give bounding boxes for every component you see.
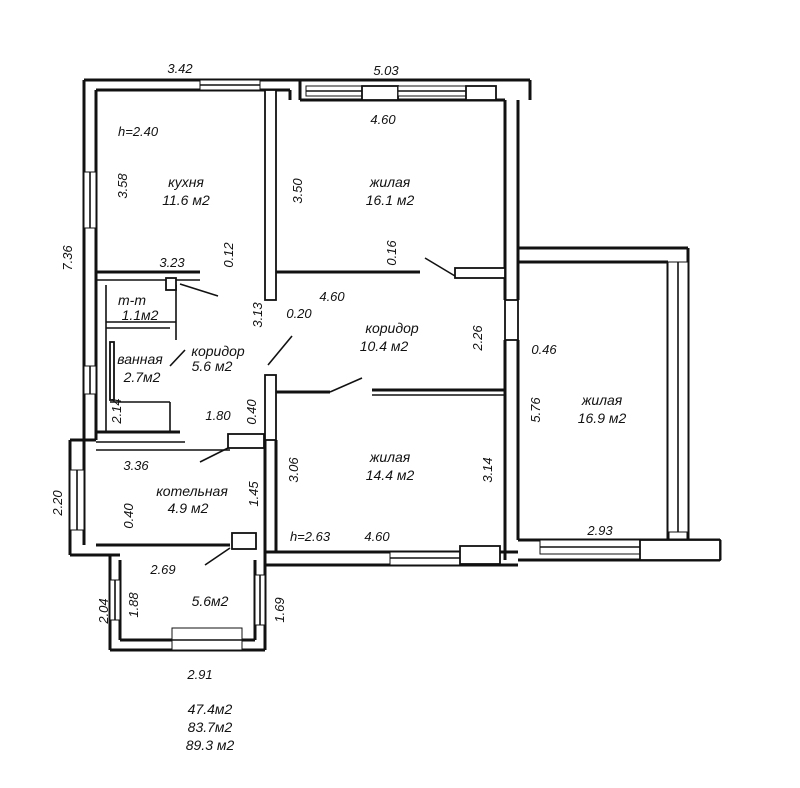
dim-0-12: 0.12 (221, 242, 236, 268)
living-top-area: 16.1 м2 (366, 192, 415, 208)
dimension-labels: 3.42 5.03 4.60 3.58 3.50 7.36 0.12 0.16 … (50, 61, 613, 682)
kitchen-name: кухня (168, 174, 204, 190)
room-labels: кухня 11.6 м2 жилая 16.1 м2 жилая 16.9 м… (117, 124, 626, 609)
dim-5-76: 5.76 (528, 397, 543, 423)
corridor-main-name: коридор (365, 320, 418, 336)
toilet-area: 1.1м2 (122, 307, 159, 323)
dim-3-23: 3.23 (159, 255, 185, 270)
total-overall-area: 89.3 м2 (186, 737, 235, 753)
dim-2-69: 2.69 (149, 562, 175, 577)
dim-1-88: 1.88 (126, 592, 141, 618)
boiler-area: 4.9 м2 (168, 500, 209, 516)
bathroom-name: ванная (117, 351, 163, 367)
dim-4-60-bottom: 4.60 (364, 529, 390, 544)
dim-3-50: 3.50 (290, 178, 305, 204)
interior-walls (96, 89, 519, 566)
corridor-main-area: 10.4 м2 (360, 338, 409, 354)
dim-7-36: 7.36 (60, 245, 75, 271)
porch-area: 5.6м2 (192, 593, 229, 609)
dim-4-60-mid: 4.60 (319, 289, 345, 304)
corridor-left-area: 5.6 м2 (192, 358, 233, 374)
dim-3-58: 3.58 (115, 173, 130, 199)
bathroom-area: 2.7м2 (123, 369, 161, 385)
dim-0-20: 0.20 (286, 306, 312, 321)
dim-3-14: 3.14 (480, 457, 495, 482)
kitchen-area: 11.6 м2 (162, 192, 210, 208)
dim-2-26: 2.26 (470, 325, 485, 352)
total-usable-area: 83.7м2 (188, 719, 233, 735)
living-top-name: жилая (369, 174, 411, 190)
dim-4-60-top: 4.60 (370, 112, 396, 127)
toilet-name: т-т (118, 292, 146, 308)
dim-1-80: 1.80 (205, 408, 231, 423)
dim-2-20: 2.20 (50, 490, 65, 517)
height-living-bottom: h=2.63 (290, 529, 331, 544)
dim-2-14: 2.14 (109, 398, 124, 424)
dim-0-16: 0.16 (384, 240, 399, 266)
living-bottom-area: 14.4 м2 (366, 467, 415, 483)
dim-5-03: 5.03 (373, 63, 399, 78)
windows (69, 79, 721, 651)
dim-2-91: 2.91 (186, 667, 212, 682)
dim-3-06: 3.06 (286, 457, 301, 483)
dim-0-46: 0.46 (531, 342, 557, 357)
total-living-area: 47.4м2 (188, 701, 233, 717)
living-right-name: жилая (581, 392, 623, 408)
living-right-area: 16.9 м2 (578, 410, 627, 426)
dim-2-04: 2.04 (96, 598, 111, 624)
dim-1-45: 1.45 (246, 481, 261, 507)
corridor-left-name: коридор (191, 343, 244, 359)
dim-2-93: 2.93 (586, 523, 613, 538)
dim-3-42: 3.42 (167, 61, 193, 76)
boiler-name: котельная (156, 483, 228, 499)
dim-1-69: 1.69 (272, 597, 287, 622)
kitchen-height: h=2.40 (118, 124, 159, 139)
living-bottom-name: жилая (369, 449, 411, 465)
dim-0-40-a: 0.40 (244, 399, 259, 425)
dim-3-36: 3.36 (123, 458, 149, 473)
area-totals: 47.4м2 83.7м2 89.3 м2 (186, 701, 235, 753)
dim-3-13: 3.13 (250, 302, 265, 328)
dim-0-40-b: 0.40 (121, 503, 136, 529)
